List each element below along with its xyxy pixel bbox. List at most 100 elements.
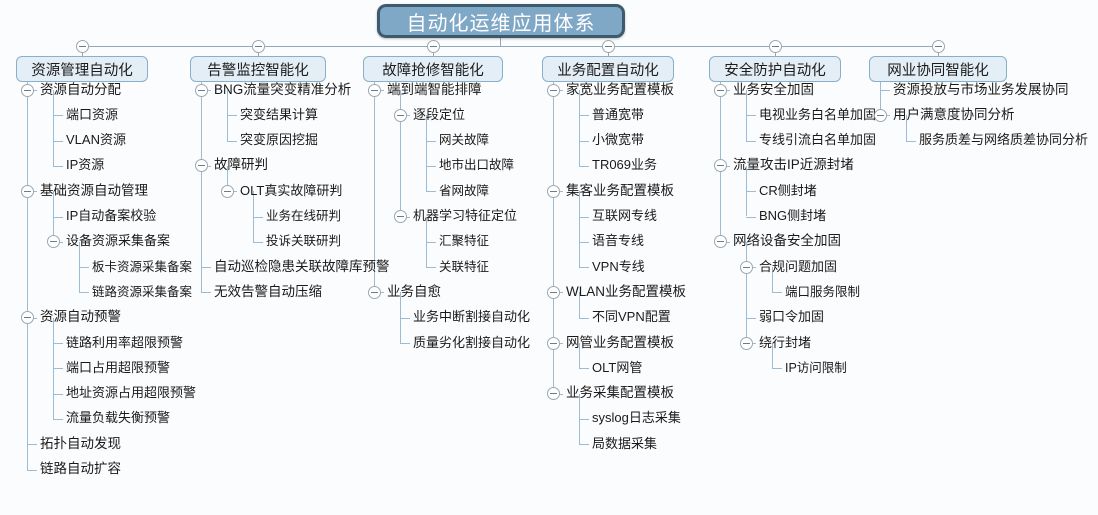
mindmap-node-label[interactable]: 家宽业务配置模板	[566, 81, 674, 97]
mindmap-node-label[interactable]: 业务安全加固	[733, 81, 814, 97]
connector-stub[interactable]	[79, 292, 89, 294]
branch-node-2[interactable]: 故障抢修智能化	[363, 56, 503, 82]
mindmap-node-label[interactable]: 无效告警自动压缩	[214, 283, 322, 299]
child-trunk-line[interactable]	[579, 343, 580, 369]
mindmap-node-label[interactable]: VPN专线	[592, 258, 645, 274]
mindmap-node-label[interactable]: 小微宽带	[592, 132, 645, 148]
collapse-toggle[interactable]	[546, 387, 560, 401]
mindmap-node-label[interactable]: 业务自愈	[387, 283, 441, 299]
mindmap-node-label[interactable]: OLT真实故障研判	[240, 182, 343, 198]
collapse-toggle[interactable]	[739, 336, 753, 350]
connector-stub[interactable]	[746, 317, 756, 319]
connector-stub[interactable]	[906, 140, 916, 142]
connector-stub[interactable]	[579, 368, 589, 370]
branch-node-3[interactable]: 业务配置自动化	[542, 56, 674, 82]
root-bus-line[interactable]	[82, 46, 938, 47]
connector-stub[interactable]	[426, 241, 436, 243]
connector-stub[interactable]	[53, 216, 63, 218]
connector-stub[interactable]	[880, 90, 890, 91]
mindmap-node-label[interactable]: 突变原因挖掘	[240, 132, 319, 148]
child-trunk-line[interactable]	[772, 343, 773, 369]
connector-stub[interactable]	[579, 115, 589, 117]
mindmap-node-label[interactable]: 设备资源采集备案	[66, 233, 171, 249]
collapse-toggle[interactable]	[713, 83, 727, 97]
mindmap-node-label[interactable]: 用户满意度协同分析	[893, 106, 1015, 122]
collapse-toggle[interactable]	[367, 83, 381, 97]
mindmap-node-label[interactable]: 电视业务白名单加固	[759, 106, 877, 122]
connector-stub[interactable]	[579, 267, 589, 269]
collapse-toggle-branch-4[interactable]	[768, 39, 782, 53]
collapse-toggle-branch-0[interactable]	[75, 39, 89, 53]
connector-stub[interactable]	[746, 191, 756, 193]
child-trunk-line[interactable]	[400, 90, 401, 217]
collapse-toggle[interactable]	[46, 235, 60, 249]
mindmap-node-label[interactable]: 合规问题加固	[759, 258, 838, 274]
mindmap-node-label[interactable]: 地市出口故障	[439, 158, 515, 173]
collapse-toggle[interactable]	[20, 311, 34, 325]
child-trunk-line[interactable]	[426, 115, 427, 192]
connector-stub[interactable]	[426, 191, 436, 193]
collapse-toggle-branch-2[interactable]	[426, 39, 440, 53]
branch-node-4[interactable]: 安全防护自动化	[709, 56, 841, 82]
connector-stub[interactable]	[79, 267, 89, 269]
mindmap-node-label[interactable]: TR069业务	[592, 157, 658, 173]
connector-stub[interactable]	[772, 292, 782, 294]
collapse-toggle[interactable]	[546, 184, 560, 198]
connector-stub[interactable]	[746, 115, 756, 117]
mindmap-node-label[interactable]: 故障研判	[214, 157, 268, 173]
connector-stub[interactable]	[201, 267, 211, 269]
mindmap-node-label[interactable]: 端口占用超限预警	[66, 359, 171, 375]
child-trunk-line[interactable]	[579, 90, 580, 166]
root-connector-stem[interactable]	[500, 38, 501, 46]
mindmap-node-label[interactable]: BNG侧封堵	[759, 208, 827, 223]
collapse-toggle[interactable]	[20, 184, 34, 198]
trunk-line-branch-3[interactable]	[553, 82, 554, 394]
mindmap-node-label[interactable]: 业务中断割接自动化	[413, 309, 531, 325]
connector-stub[interactable]	[227, 140, 237, 142]
collapse-toggle[interactable]	[194, 159, 208, 173]
mindmap-node-label[interactable]: WLAN业务配置模板	[566, 283, 687, 299]
child-trunk-line[interactable]	[746, 241, 747, 343]
connector-stub[interactable]	[400, 317, 410, 319]
collapse-toggle[interactable]	[873, 108, 887, 122]
mindmap-node-label[interactable]: 机器学习特征定位	[413, 208, 518, 223]
mindmap-node-label[interactable]: 逐段定位	[413, 106, 466, 122]
mindmap-node-label[interactable]: 资源自动分配	[40, 81, 121, 97]
mindmap-node-label[interactable]: 弱口令加固	[759, 309, 825, 325]
mindmap-node-label[interactable]: 资源投放与市场业务发展协同	[893, 81, 1069, 97]
mindmap-node-label[interactable]: 网关故障	[439, 133, 490, 148]
mindmap-node-label[interactable]: 网管业务配置模板	[566, 334, 674, 350]
connector-stub[interactable]	[27, 444, 37, 446]
mindmap-node-label[interactable]: 网络设备安全加固	[733, 233, 841, 249]
mindmap-node-label[interactable]: 投诉关联研判	[266, 234, 342, 249]
mindmap-node-label[interactable]: 拓扑自动发现	[40, 435, 121, 451]
connector-stub[interactable]	[53, 343, 63, 344]
child-trunk-line[interactable]	[53, 317, 54, 419]
collapse-toggle[interactable]	[713, 235, 727, 249]
mindmap-node-label[interactable]: 省网故障	[439, 183, 490, 198]
collapse-toggle[interactable]	[546, 83, 560, 97]
collapse-toggle-branch-5[interactable]	[931, 39, 945, 53]
mindmap-node-label[interactable]: 普通宽带	[592, 106, 645, 122]
mindmap-node-label[interactable]: 端口服务限制	[785, 284, 861, 299]
mindmap-node-label[interactable]: 专线引流白名单加固	[759, 132, 877, 148]
mindmap-node-label[interactable]: CR侧封堵	[759, 182, 817, 198]
mindmap-node-label[interactable]: IP访问限制	[785, 360, 847, 375]
root-node[interactable]: 自动化运维应用体系	[377, 4, 625, 38]
mindmap-node-label[interactable]: 绕行封堵	[759, 334, 812, 350]
connector-stub[interactable]	[579, 317, 589, 319]
connector-stub[interactable]	[579, 444, 589, 446]
trunk-line-branch-5[interactable]	[880, 82, 881, 116]
connector-stub[interactable]	[253, 241, 263, 243]
child-trunk-line[interactable]	[253, 191, 254, 242]
mindmap-node-label[interactable]: 质量劣化割接自动化	[413, 334, 531, 350]
trunk-line-branch-0[interactable]	[27, 82, 28, 470]
mindmap-node-label[interactable]: 服务质差与网络质差协同分析	[919, 132, 1089, 148]
child-trunk-line[interactable]	[53, 90, 54, 166]
mindmap-node-label[interactable]: 集客业务配置模板	[566, 182, 674, 198]
mindmap-node-label[interactable]: 不同VPN配置	[592, 309, 671, 325]
trunk-line-branch-1[interactable]	[201, 82, 202, 293]
mindmap-node-label[interactable]: IP自动备案校验	[66, 208, 157, 223]
collapse-toggle[interactable]	[393, 210, 407, 223]
connector-stub[interactable]	[426, 140, 436, 142]
